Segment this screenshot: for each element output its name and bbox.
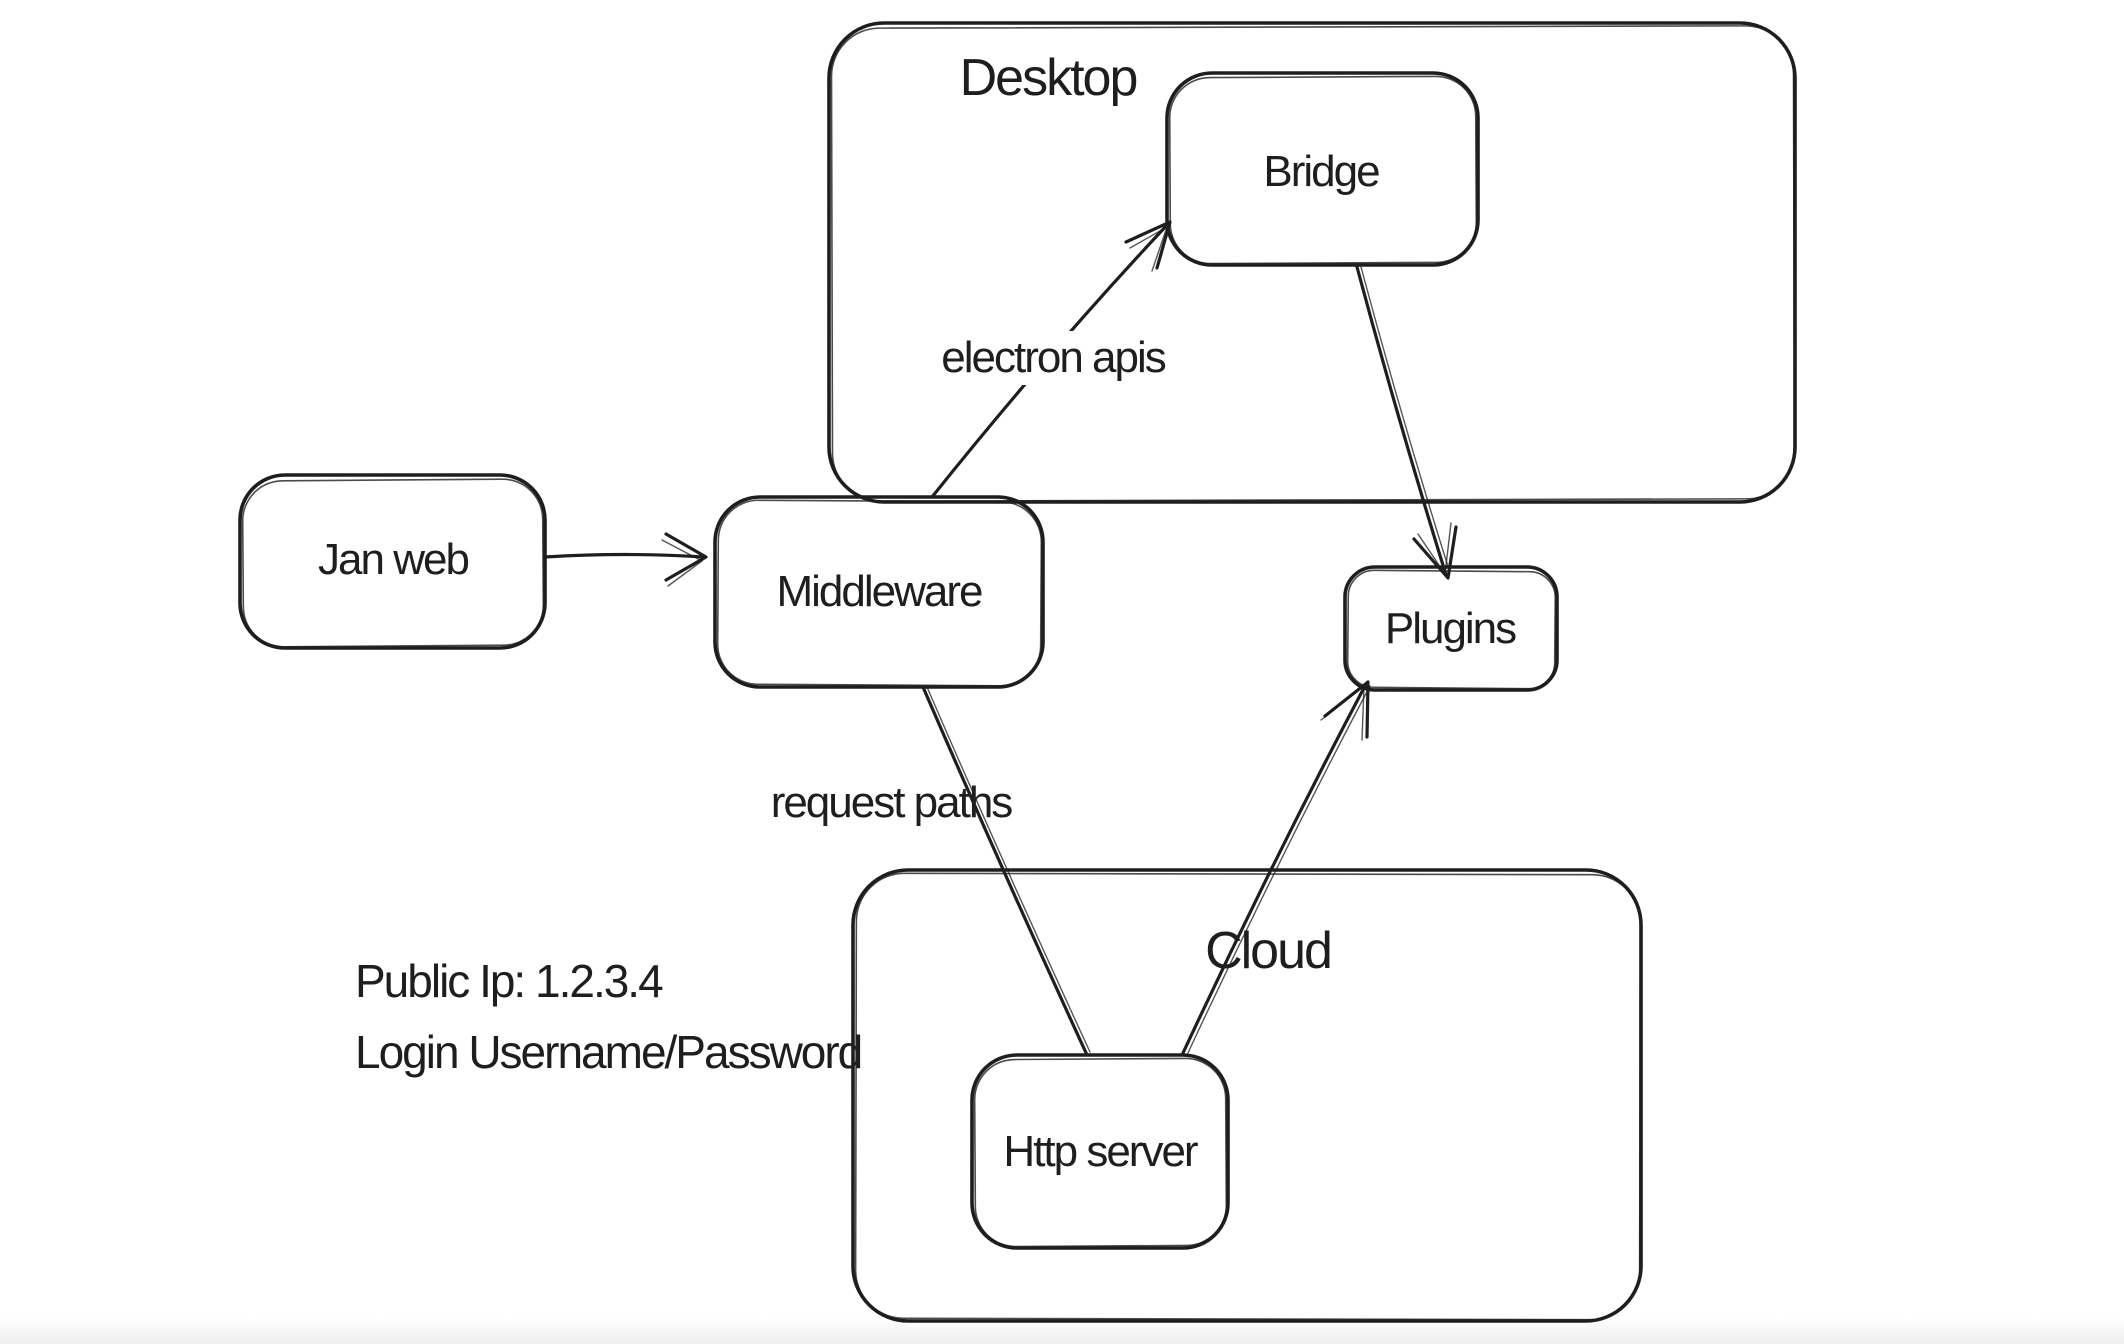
jan-web-node-shape[interactable] (238, 473, 547, 650)
middleware-node-shape[interactable] (713, 495, 1045, 689)
desktop-container-label[interactable]: Desktop (959, 49, 1139, 107)
http-server-node-label[interactable]: Http server (1003, 1127, 1198, 1176)
cloud-container-shape[interactable] (851, 868, 1643, 1323)
public-ip-text[interactable]: Public Ip: 1.2.3.4 (355, 955, 664, 1007)
bridge-node-label[interactable]: Bridge (1263, 147, 1380, 196)
request-paths-edge-label[interactable]: request paths (770, 778, 1014, 827)
bridge-node-shape[interactable] (1165, 71, 1480, 267)
cloud-container-label[interactable]: Cloud (1205, 922, 1333, 980)
plugins-node-label[interactable]: Plugins (1384, 604, 1517, 653)
arrow-janweb-to-middleware[interactable] (543, 532, 708, 587)
login-credentials-text[interactable]: Login Username/Password (355, 1026, 863, 1078)
arrow-httpserver-to-plugins[interactable] (1181, 680, 1371, 1056)
desktop-container-shape[interactable] (827, 21, 1797, 504)
credentials-annotation[interactable]: Public Ip: 1.2.3.4 Login Username/Passwo… (355, 946, 863, 1088)
arrow-bridge-to-plugins[interactable] (1355, 265, 1458, 580)
middleware-node-label[interactable]: Middleware (776, 567, 984, 616)
line-middleware-to-httpserver[interactable] (921, 685, 1091, 1057)
jan-web-node-label[interactable]: Jan web (318, 535, 470, 584)
electron-apis-edge-label[interactable]: electron apis (931, 331, 1175, 385)
http-server-node-shape[interactable] (970, 1053, 1230, 1250)
